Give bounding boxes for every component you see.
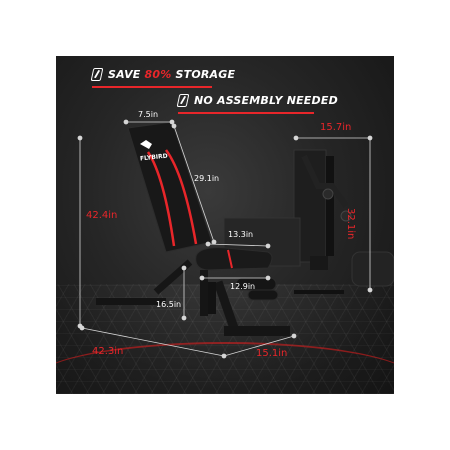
dim-backrest-length: 29.1in xyxy=(194,174,220,183)
main-bench xyxy=(96,121,290,336)
red-accent-swoosh xyxy=(56,342,394,394)
dim-base-width: 15.1in xyxy=(256,348,288,359)
save-storage-tag: SAVE 80% STORAGE xyxy=(90,68,236,81)
dim-seat-back-width: 7.5in xyxy=(138,110,159,119)
no-assembly-tag: NO ASSEMBLY NEEDED xyxy=(176,94,338,107)
no-assembly-label: NO ASSEMBLY NEEDED xyxy=(194,94,338,107)
product-photo: SAVE 80% STORAGE NO ASSEMBLY NEEDED xyxy=(56,56,394,394)
dim-seat-height: 16.5in xyxy=(156,300,182,309)
save-storage-label: SAVE 80% STORAGE xyxy=(108,68,236,81)
dim-folded-height: 32.1in xyxy=(345,208,356,240)
dim-folded-width: 15.7in xyxy=(320,122,352,133)
dim-total-length: 42.3in xyxy=(92,346,124,357)
bench-illustration xyxy=(77,119,394,359)
dim-seat-width: 12.9in xyxy=(230,282,256,291)
dimension-lines xyxy=(77,119,373,359)
dim-total-height: 42.4in xyxy=(86,210,118,221)
save-storage-underline xyxy=(92,86,212,88)
folded-bench xyxy=(293,149,394,294)
no-assembly-underline xyxy=(178,112,314,114)
dim-seat-length: 13.3in xyxy=(228,230,254,239)
